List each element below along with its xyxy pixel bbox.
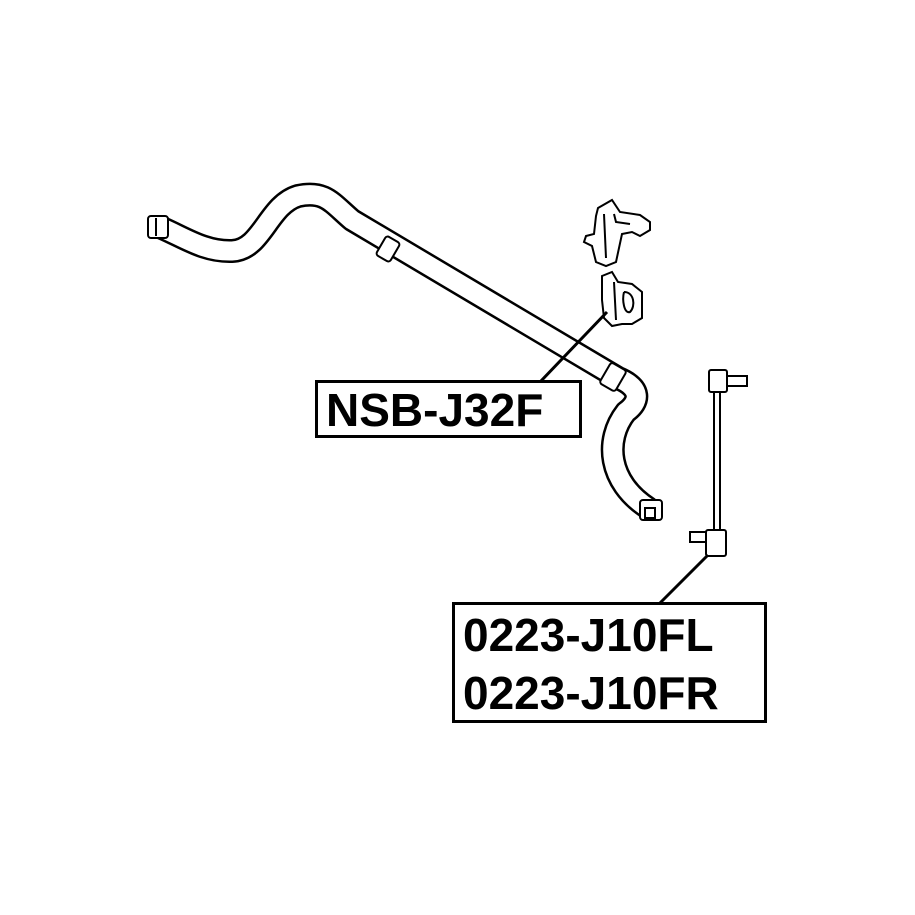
- bushing-part: [601, 270, 643, 328]
- bar-end-left: [147, 215, 169, 239]
- bushing-part-number: NSB-J32F: [326, 384, 544, 436]
- stabilizer-link: [689, 369, 748, 557]
- bar-collar-right: [599, 362, 627, 392]
- link-part-number-label: 0223-J10FL 0223-J10FR: [452, 602, 767, 723]
- link-right-part-number: 0223-J10FR: [463, 667, 719, 719]
- bracket-part: [582, 198, 651, 268]
- stabilizer-bar: [150, 182, 660, 520]
- bar-collar-left: [375, 235, 401, 263]
- bushing-part-number-label: NSB-J32F: [315, 380, 582, 438]
- link-left-part-number: 0223-J10FL: [463, 609, 714, 661]
- bar-end-right: [639, 499, 663, 521]
- leader-lines: [538, 310, 710, 605]
